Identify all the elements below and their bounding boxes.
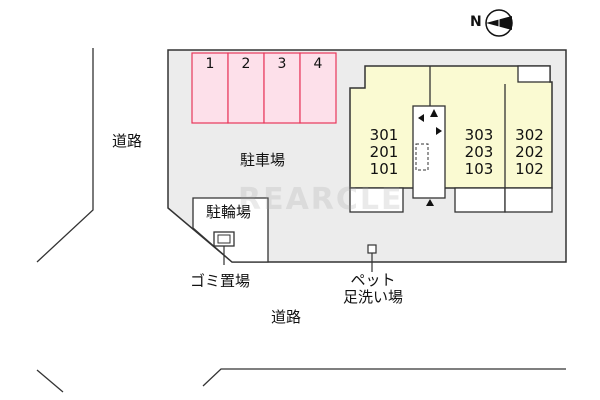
garbage-box [213,231,235,247]
parking-stall-number: 3 [277,56,287,72]
arrow-up-icon [430,109,438,117]
road-label-south: 道路 [271,308,302,326]
unit-column-left: 301 201 101 [358,127,410,178]
parking-stall-3[interactable] [263,52,301,124]
unit-column-right: 302 202 102 [507,127,552,178]
pet-wash-marker [367,244,377,254]
parking-lot-label: 駐車場 [240,151,286,169]
road-edge-west [36,48,94,263]
unit-number: 102 [515,160,544,178]
arrow-right-icon [436,127,442,135]
garbage-area-label: ゴミ置場 [190,272,251,290]
balcony-left [349,187,404,213]
compass-north-label: N [470,14,482,30]
compass-icon [485,9,513,37]
balcony-right [504,187,553,213]
unit-number: 103 [464,160,494,178]
parking-stall-4[interactable] [299,52,337,124]
parking-stall-number: 1 [205,56,215,72]
parking-stall-number: 2 [241,56,251,72]
road-edge-southwest [36,369,64,393]
entrance-arrow-icon [426,199,434,206]
unit-number: 203 [464,143,494,161]
bicycle-parking-area [192,197,269,263]
garbage-box-inner [217,234,231,244]
unit-number: 101 [369,160,399,178]
arrow-left-icon [418,114,424,122]
parking-stall-1[interactable] [191,52,229,124]
rooftop-unit [517,65,551,83]
unit-column-middle: 303 203 103 [455,127,503,178]
pet-wash-label-line1: ペット [350,271,396,289]
stair-corridor [412,105,446,199]
unit-number: 301 [369,126,399,144]
elevator-box [415,143,429,171]
watermark: REARCLE [238,182,404,217]
parking-stalls [191,52,337,124]
pet-wash-label-line2: 足洗い場 [342,288,403,306]
road-edge-south [202,368,566,387]
unit-number: 202 [515,143,544,161]
unit-number: 201 [369,143,399,161]
unit-number: 303 [464,126,494,144]
bicycle-parking-label: 駐輪場 [206,203,252,221]
unit-number: 302 [515,126,544,144]
road-label-west: 道路 [112,132,143,150]
balcony-middle [454,187,506,213]
parking-stall-number: 4 [313,56,323,72]
